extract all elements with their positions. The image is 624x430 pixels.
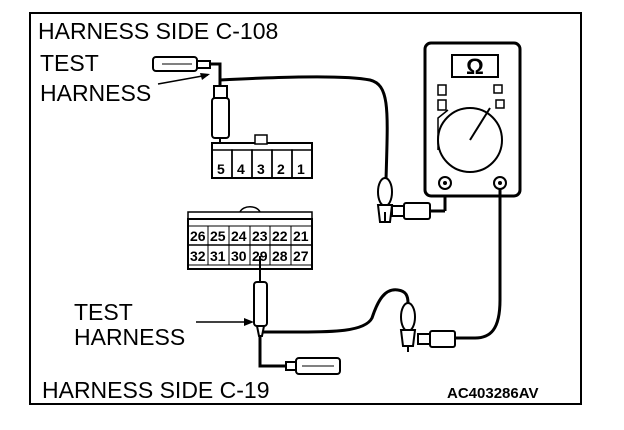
c19-pin: 21 xyxy=(293,228,309,244)
top-test-harness-probe xyxy=(152,56,211,72)
c108-pin: 3 xyxy=(257,161,265,177)
top-to-meter-wire xyxy=(219,75,389,181)
bottom-pointer-arrow xyxy=(196,318,254,326)
bottom-to-meter-wire xyxy=(262,288,410,334)
top-lead-wire xyxy=(210,62,222,86)
diagram-frame xyxy=(29,12,582,405)
test-harness-bottom-label-2: HARNESS xyxy=(74,324,185,350)
c19-pin: 24 xyxy=(231,228,247,244)
meter-right-lead xyxy=(399,302,456,352)
figure-code: AC403286AV xyxy=(447,385,538,402)
c108-pin: 5 xyxy=(217,161,225,177)
meter-left-lead xyxy=(376,177,447,223)
connector-c19: 26 25 24 23 22 21 32 31 30 29 28 27 xyxy=(187,206,313,270)
bottom-lead-wire xyxy=(258,336,286,368)
c19-pin: 26 xyxy=(190,228,206,244)
c19-pin: 23 xyxy=(252,228,268,244)
c108-pin: 1 xyxy=(297,161,305,177)
bottom-pin-probe xyxy=(253,256,268,337)
ohm-symbol: Ω xyxy=(466,54,484,79)
connector-c108: 5 4 3 2 1 xyxy=(211,134,313,179)
top-pin-probe xyxy=(211,85,230,160)
c108-pin: 4 xyxy=(237,161,245,177)
multimeter: Ω xyxy=(423,41,522,198)
test-harness-bottom-label-1: TEST xyxy=(74,299,133,325)
meter-right-wire xyxy=(455,189,502,340)
test-harness-top-label-2: HARNESS xyxy=(40,80,151,106)
top-title: HARNESS SIDE C-108 xyxy=(38,18,278,44)
top-pointer-arrow xyxy=(157,73,210,85)
c19-pin: 22 xyxy=(272,228,288,244)
c19-pin: 32 xyxy=(190,248,206,264)
c19-pin: 28 xyxy=(272,248,288,264)
bottom-test-harness-probe xyxy=(285,357,341,375)
test-harness-top-label-1: TEST xyxy=(40,50,99,76)
c19-pin: 27 xyxy=(293,248,309,264)
c108-pin: 2 xyxy=(277,161,285,177)
c19-pin: 25 xyxy=(210,228,226,244)
c19-pin: 31 xyxy=(210,248,226,264)
bottom-title: HARNESS SIDE C-19 xyxy=(42,377,270,403)
c19-pin: 30 xyxy=(231,248,247,264)
